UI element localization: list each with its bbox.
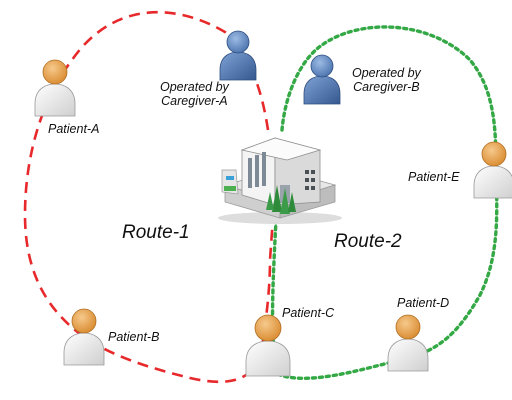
patient-b-icon: [63, 308, 105, 366]
patient-a-icon: [34, 59, 76, 117]
route-2-label: Route-2: [334, 231, 402, 252]
caregiver-a-label: Operated by Caregiver-A: [160, 80, 229, 109]
patient-d-icon: [387, 314, 429, 372]
caregiver-a-line1: Operated by: [160, 80, 229, 94]
patient-c-icon: [245, 314, 291, 377]
caregiver-b-label: Operated by Caregiver-B: [352, 66, 421, 95]
caregiver-b-icon: [303, 54, 341, 105]
caregiver-b-line2: Caregiver-B: [353, 80, 420, 95]
route-1-label: Route-1: [122, 222, 190, 243]
patient-d-label: Patient-D: [397, 296, 450, 310]
patient-e-icon: [473, 141, 512, 199]
patient-b-label: Patient-B: [108, 330, 160, 344]
route-1-path: [23, 10, 278, 384]
patient-e-label: Patient-E: [408, 170, 460, 184]
patient-a-label: Patient-A: [48, 122, 100, 136]
patient-c-label: Patient-C: [282, 306, 335, 320]
hospital-building-icon: [218, 137, 342, 224]
caregiver-b-line1: Operated by: [352, 66, 421, 80]
caregiver-a-icon: [219, 30, 257, 81]
caregiver-a-line2: Caregiver-A: [161, 94, 228, 109]
